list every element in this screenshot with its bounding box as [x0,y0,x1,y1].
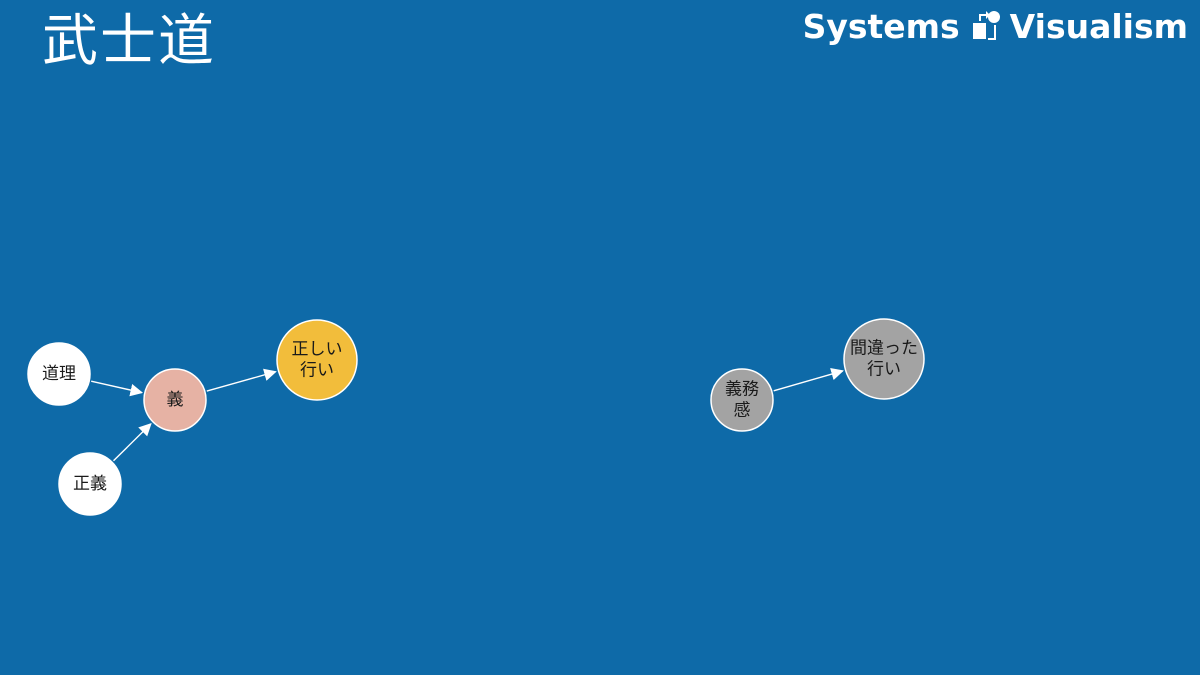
node-circle [58,452,122,516]
brand-word-systems: Systems [802,6,960,46]
systems-loop-icon [972,11,1000,40]
page-title: 武士道 [42,9,216,74]
node-label: 正義 [73,474,107,494]
node-label: 正しい [292,340,343,360]
node-circle [143,368,207,432]
edge-dori-to-gi [91,380,144,397]
edge-seigi-to-gi [113,423,152,462]
node-circle [27,342,91,406]
node-label: 感 [734,401,751,421]
edge-gi-to-tadashii [206,368,277,392]
brand-word-visualism: Visualism [1009,6,1188,46]
node-label: 義務 [725,380,759,400]
node-circle [276,319,358,401]
node-label: 道理 [42,364,76,384]
node-dori[interactable]: 道理 [27,342,91,406]
node-label: 行い [300,361,334,381]
node-gimukan[interactable]: 義務感 [710,368,774,432]
node-label: 行い [867,360,901,380]
node-gi[interactable]: 義 [143,368,207,432]
node-seigi[interactable]: 正義 [58,452,122,516]
brand-logo: Systems Visualism [803,6,1188,46]
node-label: 義 [167,390,184,410]
node-circle [710,368,774,432]
node-circle [843,318,925,400]
edge-gimukan-to-machigatta [773,367,844,392]
edges-layer [91,367,844,462]
node-label: 間違った [850,339,918,359]
